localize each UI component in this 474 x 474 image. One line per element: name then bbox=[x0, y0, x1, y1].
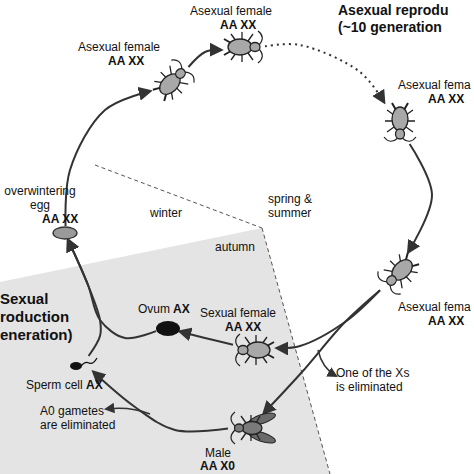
egg-cell: overwintering eggAA XX bbox=[52, 226, 78, 240]
lifecycle-arrow bbox=[68, 240, 156, 338]
aphid-figure bbox=[147, 57, 197, 107]
aphid-figure bbox=[147, 57, 197, 107]
stage-label: Male bbox=[205, 446, 231, 460]
ovum-shape bbox=[156, 321, 180, 336]
aphid-figure bbox=[384, 103, 416, 141]
stage-label: Asexual fema bbox=[398, 78, 471, 92]
stage-label: Asexual female bbox=[78, 40, 160, 54]
node-shape bbox=[156, 321, 180, 336]
genotype-label: AA XX bbox=[220, 18, 256, 32]
stage-label: Asexual fema bbox=[398, 300, 471, 314]
genotype-label: AX bbox=[173, 302, 190, 316]
egg-shape bbox=[53, 227, 77, 239]
season-label: autumn bbox=[215, 240, 255, 254]
lifecycle-arrow bbox=[65, 91, 150, 226]
lifecycle-arrow bbox=[408, 144, 432, 252]
aphid-figure bbox=[224, 31, 262, 63]
aphid-node: Asexual femaleAA XX bbox=[150, 67, 194, 97]
autumn-region bbox=[0, 228, 330, 474]
season-divider bbox=[95, 165, 262, 228]
node-shape bbox=[69, 356, 99, 372]
genotype-label: AX bbox=[86, 378, 103, 392]
aphid-figure bbox=[375, 247, 425, 297]
genotype-label: AA XX bbox=[428, 314, 464, 328]
phase-heading: Sexual roduction eneration) bbox=[0, 290, 82, 344]
season-label: spring & summer bbox=[268, 192, 328, 220]
genotype-label: AA XX bbox=[42, 212, 78, 226]
lifecycle-arrow bbox=[189, 50, 222, 67]
lifecycle-arrow bbox=[277, 290, 380, 348]
genotype-label: AA XX bbox=[108, 54, 144, 68]
ovum-cell: OvumAX bbox=[156, 321, 180, 336]
sperm-tail bbox=[81, 358, 97, 366]
aphid-figure bbox=[224, 31, 262, 63]
node-shape bbox=[380, 252, 420, 292]
aphid-figure bbox=[231, 410, 277, 445]
aphid-figure bbox=[231, 410, 277, 445]
aphid-node: Asexual femaAA XX bbox=[384, 100, 416, 144]
season-label: winter bbox=[150, 206, 182, 220]
aphid-node: Asexual femaleAA XX bbox=[221, 32, 265, 62]
aphid-node: Asexual femaAA XX bbox=[380, 252, 420, 292]
node-shape bbox=[384, 100, 416, 144]
node-shape bbox=[52, 226, 78, 240]
elimination-arrow bbox=[106, 408, 150, 414]
aphid-node: MaleAA X0 bbox=[228, 413, 272, 443]
aphid-figure bbox=[384, 103, 416, 141]
stage-label: Sexual female bbox=[200, 306, 276, 320]
lifecycle-arrow bbox=[68, 240, 101, 356]
note-label: A0 gametes are eliminated bbox=[40, 404, 122, 432]
genotype-label: AA XX bbox=[225, 320, 261, 334]
lifecycle-arrow bbox=[265, 44, 384, 102]
aphid-figure bbox=[236, 334, 274, 366]
node-shape bbox=[150, 67, 194, 97]
note-label: One of the Xs is eliminated bbox=[336, 366, 416, 394]
node-shape bbox=[228, 413, 272, 443]
sperm-cell: Sperm cellAX bbox=[69, 356, 99, 372]
stage-label: Sperm cell bbox=[26, 378, 83, 392]
aphid-figure bbox=[236, 334, 274, 366]
aphid-node: Sexual femaleAA XX bbox=[233, 335, 277, 365]
stage-label: Asexual female bbox=[190, 4, 272, 18]
genotype-label: AA X0 bbox=[200, 459, 235, 473]
genotype-label: AA XX bbox=[428, 92, 464, 106]
stage-label: Ovum bbox=[138, 302, 170, 316]
stage-label: overwintering egg bbox=[0, 184, 80, 212]
lifecycle-arrow bbox=[264, 290, 380, 413]
sperm-head bbox=[70, 362, 82, 370]
elimination-arrow bbox=[318, 350, 336, 376]
node-shape bbox=[221, 32, 265, 62]
node-shape bbox=[233, 335, 277, 365]
phase-heading: Asexual reprodu (~10 generation bbox=[338, 2, 474, 36]
aphid-figure bbox=[375, 247, 425, 297]
